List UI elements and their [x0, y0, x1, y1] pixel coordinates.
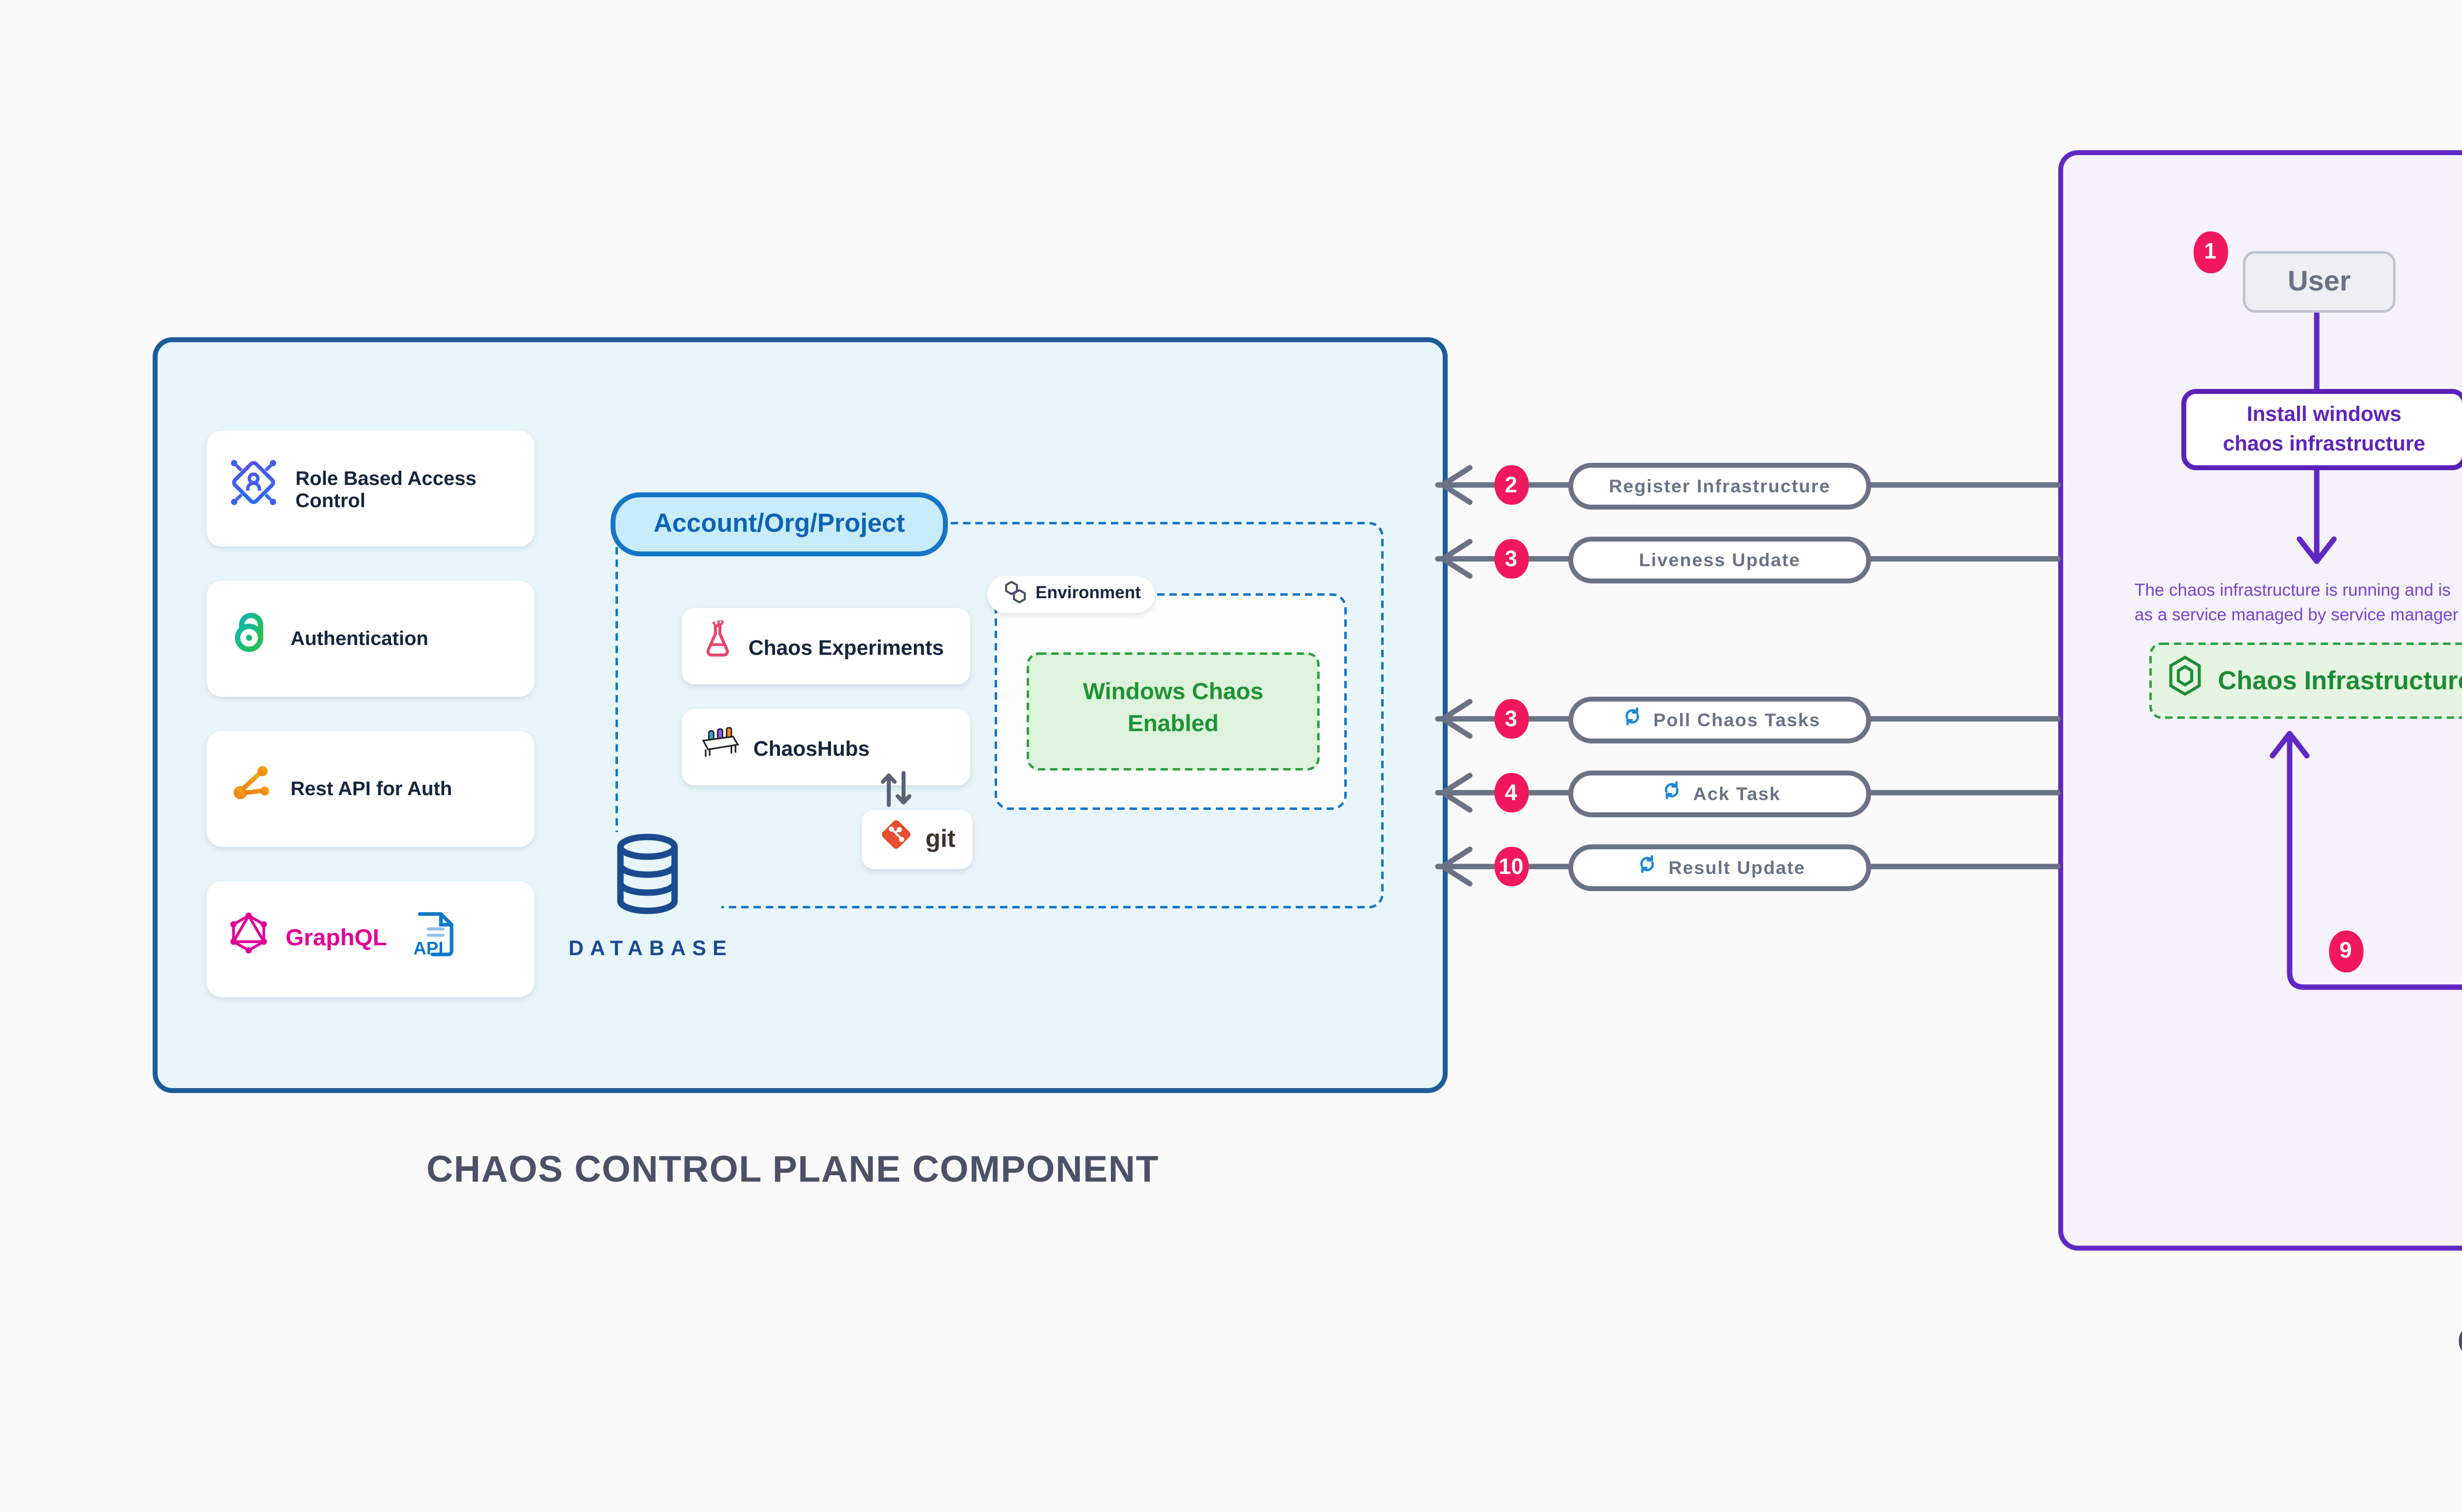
step-badge: 4 [1494, 772, 1528, 812]
service-card-graphql: GraphQL API [207, 881, 534, 997]
api-doc-icon: API [412, 907, 458, 971]
service-label: GraphQL [286, 926, 387, 953]
database-label: DATABASE [568, 935, 733, 960]
svg-text:API: API [414, 937, 444, 957]
service-card-rbac: Role Based Access Control [207, 431, 534, 547]
account-group-box [616, 522, 1384, 908]
auth-lock-icon [227, 608, 276, 670]
step-badge: 2 [1494, 464, 1528, 505]
git-icon [878, 816, 913, 863]
rbac-icon [227, 455, 281, 522]
chaos-experiments-card: Chaos Experiments [682, 608, 970, 684]
hexagon-shield-icon [2166, 654, 2203, 708]
install-infrastructure-box: Install windows chaos infrastructure [2181, 389, 2462, 470]
message-pill-ack-task: Ack Task [1568, 769, 1871, 816]
step-badge: 10 [1494, 845, 1528, 886]
database: DATABASE [569, 832, 726, 960]
environment-label: Environment [1035, 586, 1141, 603]
git-label: git [925, 826, 956, 853]
message-pill-liveness-update: Liveness Update [1568, 535, 1871, 582]
git-card: git [862, 810, 972, 869]
service-label: Authentication [291, 628, 428, 650]
sync-up-down-arrows [876, 768, 916, 822]
service-label: Role Based Access Control [295, 466, 477, 511]
sync-icon [1634, 844, 1658, 889]
sync-icon [1659, 771, 1684, 815]
account-org-project-pill: Account/Org/Project [611, 492, 948, 556]
step-badge: 3 [1494, 538, 1528, 579]
chaos-infrastructure-label: Chaos Infrastructure [2218, 666, 2462, 696]
running-note: The chaos infrastructure is running and … [2135, 583, 2459, 625]
hexagons-icon [1001, 573, 1028, 617]
step-badge: 3 [1494, 698, 1528, 739]
graphql-icon [227, 911, 271, 967]
rest-api-icon [227, 758, 276, 820]
chaos-infrastructure-box: Chaos Infrastructure [2149, 643, 2462, 719]
windows-chaos-enabled-box: Windows Chaos Enabled [1027, 652, 1320, 771]
message-pill-result-update: Result Update [1568, 843, 1871, 890]
chaoshubs-card: ChaosHubs [682, 709, 970, 785]
service-card-rest-api: Rest API for Auth [207, 731, 534, 847]
message-pill-poll-chaos-tasks: Poll Chaos Tasks [1568, 695, 1871, 742]
execution-plane-title: CHAOS EXECUTION PLANE COMPONENT [2373, 1322, 2462, 1364]
step-badge: 9 [2329, 931, 2363, 971]
control-plane-title: CHAOS CONTROL PLANE COMPONENT [426, 1150, 1159, 1191]
chaoshubs-label: ChaosHubs [753, 735, 870, 760]
step-badge: 1 [2194, 231, 2227, 272]
test-tube-rack-icon [699, 723, 741, 772]
flask-icon [699, 619, 736, 672]
message-pill-register-infrastructure: Register Infrastructure [1568, 461, 1871, 509]
environment-pill: Environment [987, 576, 1155, 613]
chaos-experiments-label: Chaos Experiments [748, 634, 944, 659]
sync-icon [1619, 697, 1644, 741]
database-icon [611, 832, 684, 928]
service-label: Rest API for Auth [291, 778, 453, 800]
service-card-authentication: Authentication [207, 581, 534, 697]
user-box: User [2243, 251, 2396, 313]
